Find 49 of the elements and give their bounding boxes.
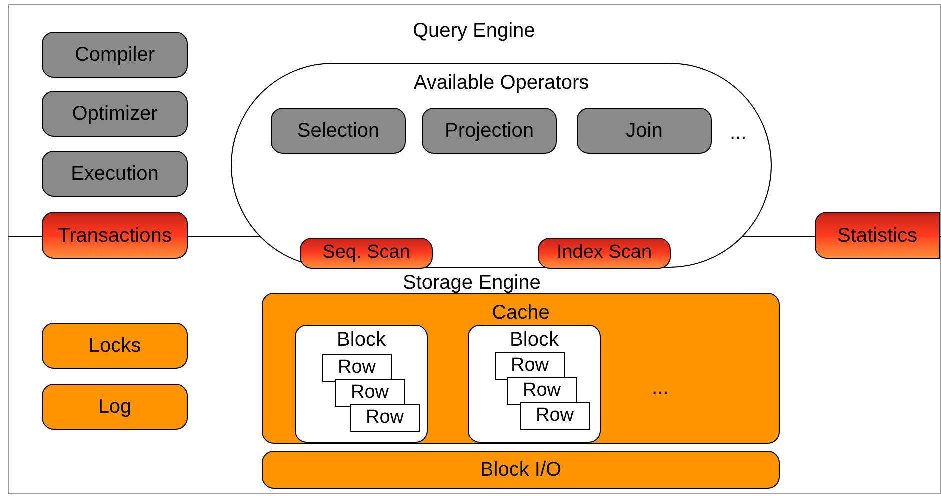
node-label: Projection bbox=[445, 119, 534, 144]
block-card bbox=[295, 325, 428, 443]
row-box bbox=[520, 402, 590, 430]
node-label: Block bbox=[337, 330, 386, 350]
node-label: Block I/O bbox=[480, 458, 562, 483]
ellipsis-text: ... bbox=[730, 121, 747, 146]
highlighted-box bbox=[815, 212, 940, 259]
row-box bbox=[350, 404, 420, 432]
row-box bbox=[335, 379, 405, 407]
ellipsis-text: ... bbox=[652, 376, 669, 401]
node-label: Join bbox=[626, 119, 663, 144]
node-label: Transactions bbox=[58, 224, 172, 248]
component-box bbox=[42, 91, 188, 137]
node-label: Row bbox=[510, 356, 549, 376]
node-label: Execution bbox=[71, 162, 159, 187]
scan-box bbox=[300, 238, 433, 269]
highlighted-box bbox=[42, 212, 188, 259]
node-label: Index Scan bbox=[556, 241, 652, 266]
node-label: Row bbox=[522, 381, 561, 401]
block-card bbox=[468, 325, 601, 443]
component-box bbox=[262, 451, 780, 489]
row-box bbox=[507, 377, 577, 405]
component-box bbox=[422, 108, 557, 154]
node-label: Row bbox=[338, 358, 376, 378]
component-box bbox=[42, 323, 188, 369]
node-label: Locks bbox=[88, 334, 142, 359]
section-title: Query Engine bbox=[413, 19, 536, 44]
component-box bbox=[577, 108, 712, 154]
node-label: Row bbox=[536, 406, 574, 426]
node-label: Row bbox=[366, 408, 404, 428]
scan-box bbox=[538, 238, 671, 269]
component-box bbox=[42, 384, 188, 430]
component-box bbox=[42, 32, 188, 78]
node-label: Optimizer bbox=[72, 102, 158, 127]
section-title: Storage Engine bbox=[403, 271, 541, 296]
node-label: Block bbox=[510, 330, 559, 350]
node-label: Seq. Scan bbox=[322, 241, 410, 266]
node-label: Compiler bbox=[74, 43, 156, 68]
node-label: Log bbox=[98, 395, 132, 420]
row-box bbox=[322, 354, 392, 382]
row-box bbox=[495, 352, 565, 380]
node-label: Statistics bbox=[837, 224, 918, 248]
node-label: Available Operators bbox=[414, 71, 590, 96]
node-label: Cache bbox=[492, 301, 550, 326]
node-label: Row bbox=[350, 383, 389, 403]
node-label: Selection bbox=[297, 119, 380, 144]
component-box bbox=[42, 151, 188, 197]
component-box bbox=[271, 108, 406, 154]
cache-panel bbox=[262, 293, 780, 444]
